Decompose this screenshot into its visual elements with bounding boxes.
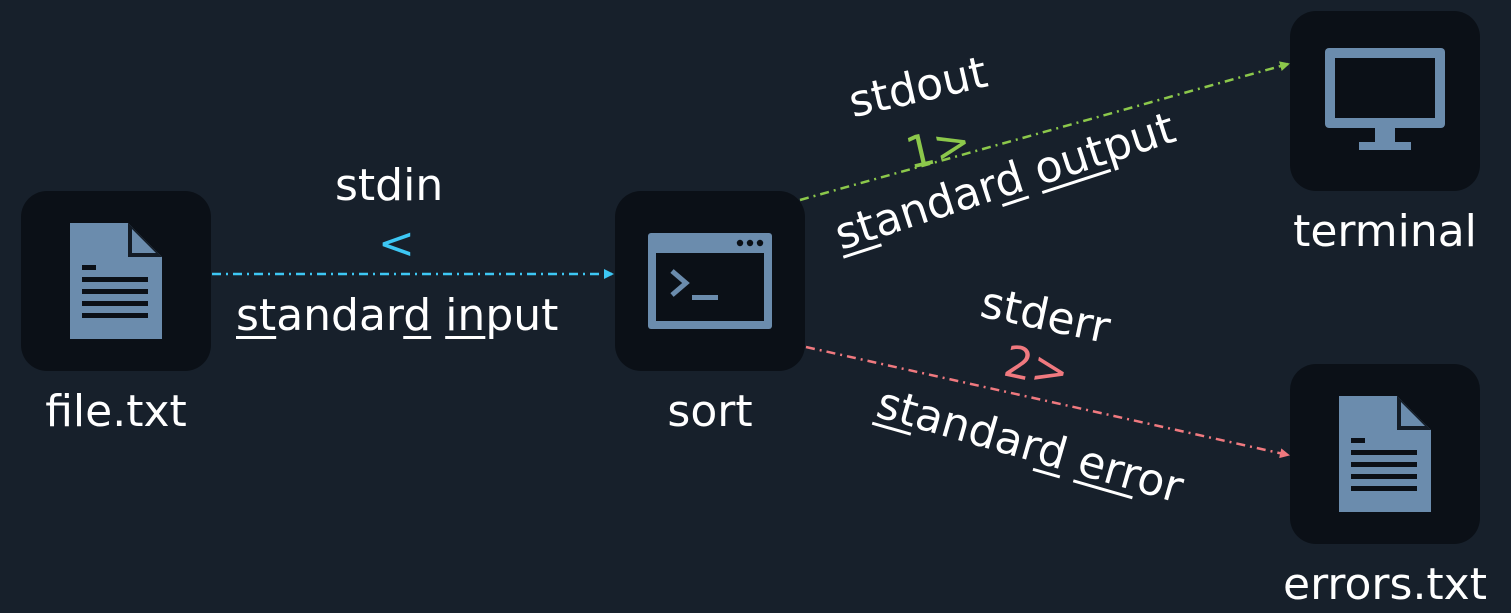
file-label: file.txt (45, 386, 187, 437)
sort-label: sort (667, 386, 753, 437)
terminal-label: terminal (1293, 206, 1477, 257)
stdin-operator: < (378, 218, 415, 269)
errors-node (1290, 364, 1480, 544)
stderr-operator: 2> (999, 335, 1074, 400)
terminal-window-icon (648, 233, 772, 329)
document-icon (70, 223, 162, 339)
underlined-segment: st (236, 290, 277, 341)
underlined-segment: d (403, 290, 432, 341)
plain-segment: andar (276, 290, 404, 341)
stdin-name: stdin (335, 160, 444, 211)
stderr-arrow (805, 345, 1290, 459)
terminal-node (1290, 11, 1480, 191)
errors-label: errors.txt (1283, 559, 1487, 610)
stdout-arrow (799, 61, 1290, 202)
plain-segment: put (485, 290, 559, 341)
file-node (21, 191, 211, 371)
underlined-segment: in (445, 290, 486, 341)
stdin-long-name: standard input (236, 294, 558, 338)
sort-node (615, 191, 805, 371)
document-icon (1339, 396, 1431, 512)
monitor-icon (1325, 48, 1445, 150)
